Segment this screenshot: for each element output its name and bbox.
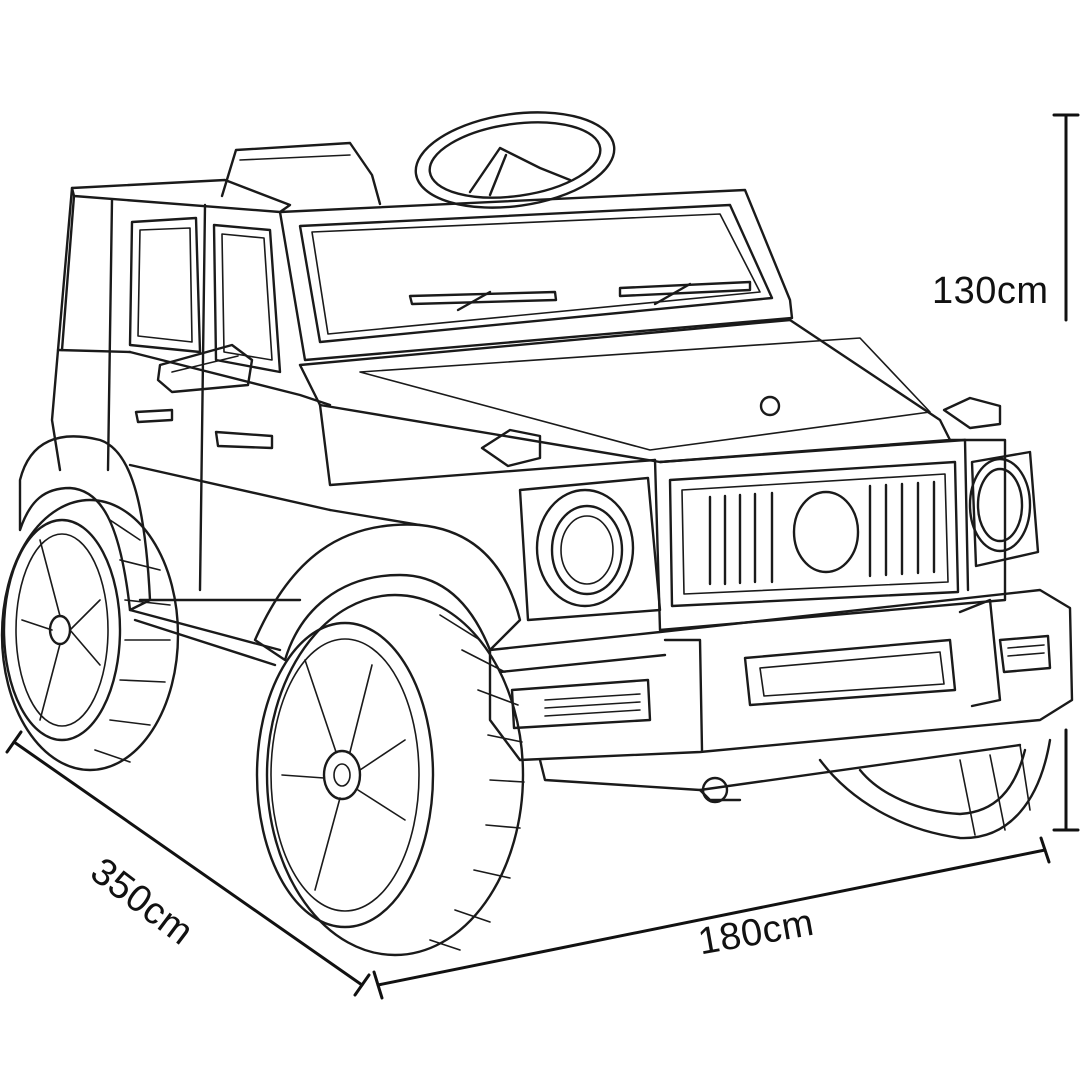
front-right-wheel (818, 738, 1052, 840)
car-body (50, 111, 616, 602)
front-fascia (318, 403, 1040, 632)
height-dimension-line (1052, 113, 1080, 832)
grille-emblem (792, 490, 860, 574)
windshield (278, 188, 794, 362)
front-left-wheel (255, 593, 525, 957)
headlight-right (968, 450, 1040, 568)
grille-slats (708, 480, 936, 586)
rear-fender (18, 435, 282, 667)
length-dimension-line (5, 730, 371, 997)
rear-left-wheel (0, 498, 180, 772)
width-dimension-line (372, 836, 1051, 1000)
front-fender (253, 508, 522, 662)
height-label: 130cm (932, 270, 1049, 312)
front-bumper (488, 588, 1074, 804)
headlight-left (518, 476, 662, 622)
